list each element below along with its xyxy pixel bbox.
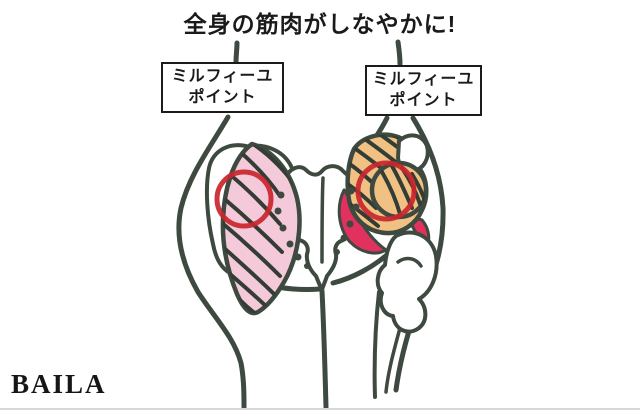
label-left-line2: ポイント <box>188 88 257 106</box>
label-left-line1: ミルフィーユ <box>171 67 274 85</box>
right-round-muscle <box>369 160 429 220</box>
left-gluteus-muscle <box>220 141 302 316</box>
label-right-millefeuille-point: ミルフィーユ ポイント <box>365 65 482 116</box>
millefeuille-point-circle-right <box>355 160 417 222</box>
page-title: 全身の筋肉がしなやかに! <box>183 11 457 37</box>
label-left-millefeuille-point: ミルフィーユ ポイント <box>161 62 284 113</box>
label-right-line1: ミルフィーユ <box>372 70 475 88</box>
millefeuille-point-circle-left <box>214 169 274 229</box>
label-right-line2: ポイント <box>389 91 458 109</box>
baila-logo: BAILA <box>11 369 107 399</box>
sacrum-dots <box>274 187 360 269</box>
